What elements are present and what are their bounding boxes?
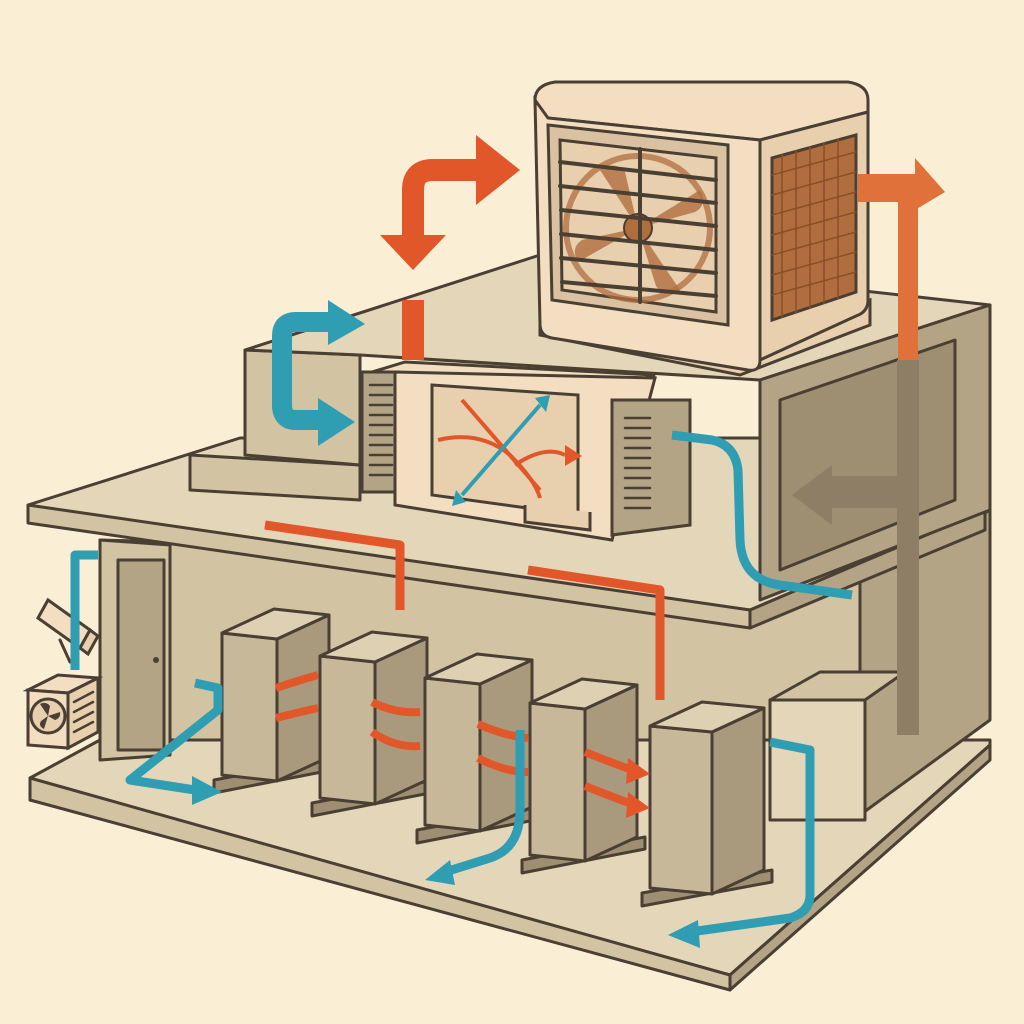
cool-floor-left (125, 678, 223, 795)
return-air-flow (792, 360, 919, 735)
cool-air-intake-head-bottom (318, 398, 355, 446)
cool-air-intake-head-top (328, 300, 365, 345)
hot-duct-left (264, 520, 405, 610)
hot-rack-gap-4b-head (626, 792, 650, 818)
rack-front (528, 701, 587, 863)
exhaust-head (915, 158, 945, 210)
cool-left-downpipe (70, 550, 98, 670)
exchanger-hot-flow-2 (460, 398, 542, 492)
storage-cabinet (768, 698, 867, 822)
cool-supply-duct (671, 430, 853, 600)
server-rack (212, 607, 339, 795)
right-vent-slats (623, 416, 652, 510)
left-vent-slats (368, 383, 394, 477)
cooler-grille-slats (558, 147, 718, 304)
outdoor-condenser (22, 673, 104, 751)
condenser-fan-icon (40, 702, 61, 729)
evaporative-cooler (533, 80, 872, 377)
cool-air-intake-loop (272, 312, 343, 430)
floor-slab-side (728, 743, 992, 992)
hot-air-loop-head (476, 135, 520, 205)
fan-blade-1 (600, 165, 638, 228)
cool-floor-left-head (192, 776, 222, 805)
camera-mount (58, 638, 72, 664)
heat-exchanger-drain (523, 505, 592, 532)
cooler-pad (770, 133, 858, 323)
rack-front (318, 654, 377, 806)
rack-side (710, 706, 766, 896)
door-handle (153, 657, 159, 663)
cooler-pad-texture (771, 138, 857, 318)
rack-top (423, 652, 534, 686)
exchanger-hot-out-head (565, 445, 582, 466)
rack-top (220, 607, 331, 641)
rack-front (220, 631, 279, 783)
upper-block-left (243, 348, 362, 467)
rack-front (423, 676, 482, 833)
exchanger-cool-head-bottom (452, 490, 466, 506)
server-rack (310, 630, 437, 818)
rack-side (373, 636, 429, 806)
cool-floor-mid (443, 730, 525, 877)
hot-air-flows (264, 135, 665, 818)
hot-rack-gap-4a-head (626, 758, 650, 784)
exchanger-hot-out (513, 449, 566, 467)
fan-blade-4 (574, 228, 638, 262)
hot-rack-gap-1b (275, 704, 319, 722)
hot-duct-right (527, 565, 665, 700)
heat-exchanger (360, 360, 692, 542)
cool-floor-mid-head (425, 860, 455, 885)
exchanger-cool-head-top (535, 395, 550, 412)
cool-air-flows (70, 300, 853, 948)
hot-rack-gap-2b (369, 728, 421, 751)
door (116, 558, 166, 752)
exchanger-cool-flow (460, 403, 542, 497)
cool-floor-right (689, 737, 815, 937)
hot-air-down-head (380, 235, 446, 270)
heat-exchanger-left-vent (360, 370, 400, 494)
return-arrow-head (792, 465, 832, 525)
camera-lens (78, 627, 100, 657)
cool-floor-right-head (668, 920, 700, 948)
rack-front (648, 724, 714, 896)
upper-block-front (188, 453, 362, 502)
condenser-side-vents (72, 690, 95, 734)
rack-top (318, 630, 429, 664)
server-rack (520, 677, 647, 875)
rack-top (528, 677, 639, 711)
rack-top (648, 700, 766, 734)
hot-rack-gap-2a (370, 698, 421, 717)
hot-rack-gap-1a (274, 671, 320, 692)
hot-air-loop (402, 159, 478, 255)
server-rack (640, 700, 774, 908)
